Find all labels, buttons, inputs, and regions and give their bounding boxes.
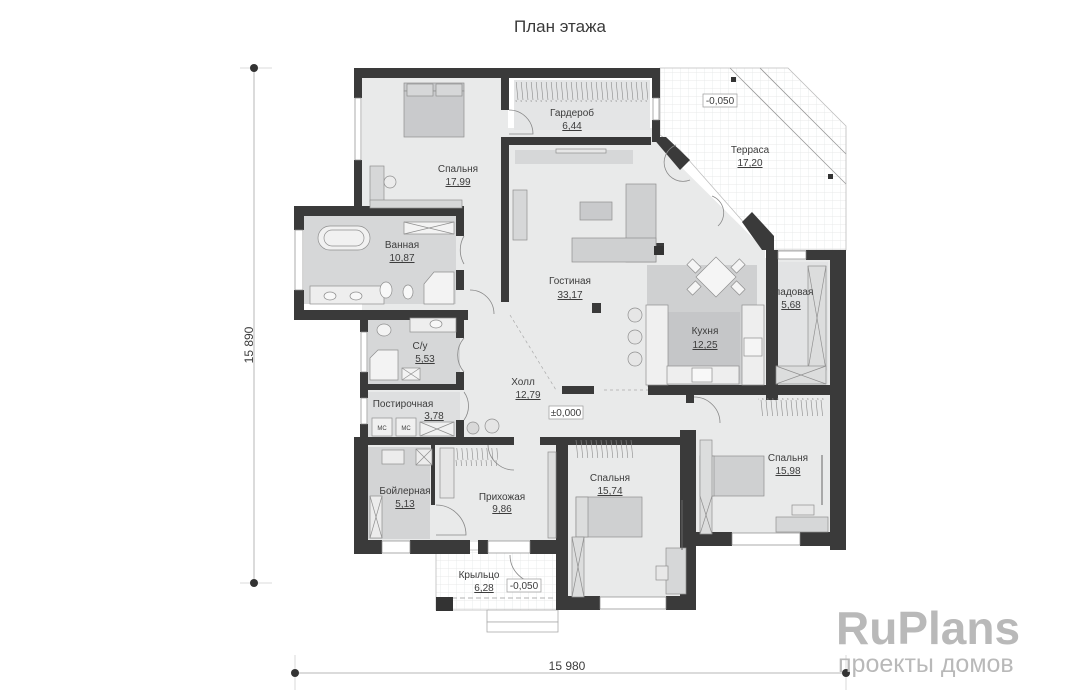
room-bathroom: Ванная 10,87 [385, 240, 419, 264]
room-area: 6,44 [562, 121, 582, 132]
room-terrace: Терраса 17,20 [731, 145, 770, 169]
room-area: 33,17 [557, 290, 582, 301]
room-label: С/у [413, 341, 428, 352]
svg-text:-0,050: -0,050 [706, 96, 735, 107]
room-label: Кладовая [769, 287, 814, 298]
ruplans-logo: RuPlans проекты домов [836, 605, 1066, 677]
level-marker-hall: ±0,000 [548, 405, 584, 420]
logo-brand: RuPlans [836, 602, 1021, 654]
room-label: Спальня [438, 164, 478, 175]
room-wardrobe: Гардероб 6,44 [550, 107, 594, 132]
room-bedroom-se: Спальня 15,98 [768, 453, 808, 477]
room-porch: Крыльцо 6,28 [459, 570, 500, 594]
page-title: План этажа [514, 17, 606, 36]
room-area: 12,25 [692, 340, 717, 351]
room-living: Гостиная 33,17 [549, 276, 591, 301]
room-kitchen: Кухня 12,25 [692, 326, 719, 351]
level-marker-porch: -0,050 [506, 578, 542, 593]
porch-area [435, 549, 559, 633]
room-area: 9,86 [492, 504, 512, 515]
washer-label: МС [377, 426, 387, 432]
room-laundry: Постирочная 3,78 [373, 399, 444, 422]
room-label: Гардероб [550, 107, 594, 119]
room-label: Кухня [692, 326, 719, 337]
furniture [309, 82, 829, 598]
room-area: 6,28 [474, 583, 494, 594]
room-area: 10,87 [389, 253, 414, 264]
room-label: Спальня [768, 453, 808, 464]
room-label: Крыльцо [459, 570, 500, 581]
room-bedroom-nw: Спальня 17,99 [438, 164, 478, 188]
room-entry: Прихожая 9,86 [479, 492, 525, 515]
windows [294, 97, 807, 610]
room-label: Прихожая [479, 492, 525, 503]
room-area: 12,79 [515, 390, 540, 401]
horizontal-dimension [291, 655, 850, 690]
doors [435, 109, 725, 584]
room-area: 5,53 [415, 354, 435, 365]
svg-text:±0,000: ±0,000 [551, 408, 582, 419]
room-pantry: Кладовая 5,68 [769, 287, 814, 311]
room-hall: Холл 12,79 [511, 377, 541, 401]
horizontal-dimension-label: 15 980 [549, 659, 586, 673]
vertical-dimension [240, 64, 272, 587]
room-boiler: Бойлерная 5,13 [379, 486, 430, 510]
room-area: 15,98 [775, 466, 800, 477]
room-wc: С/у 5,53 [413, 341, 436, 365]
room-label: Гостиная [549, 276, 591, 287]
room-area: 5,68 [781, 300, 801, 311]
room-area: 5,13 [395, 499, 415, 510]
room-bedroom-s: Спальня 15,74 [590, 473, 630, 497]
room-label: Терраса [731, 145, 770, 156]
room-label: Бойлерная [379, 486, 430, 497]
walls [294, 68, 846, 610]
room-area: 17,20 [737, 158, 762, 169]
room-label: Ванная [385, 240, 419, 251]
room-area: 17,99 [445, 177, 470, 188]
washer-label: МС [401, 426, 411, 432]
room-area: 15,74 [597, 486, 622, 497]
room-label: Постирочная [373, 399, 434, 410]
vertical-dimension-label: 15 890 [242, 326, 256, 363]
room-label: Холл [511, 377, 535, 388]
logo-tagline: проекты домов [838, 650, 1014, 678]
svg-text:-0,050: -0,050 [510, 581, 539, 592]
room-label: Спальня [590, 473, 630, 484]
level-marker-terrace: -0,050 [702, 93, 738, 108]
room-area: 3,78 [424, 411, 444, 422]
